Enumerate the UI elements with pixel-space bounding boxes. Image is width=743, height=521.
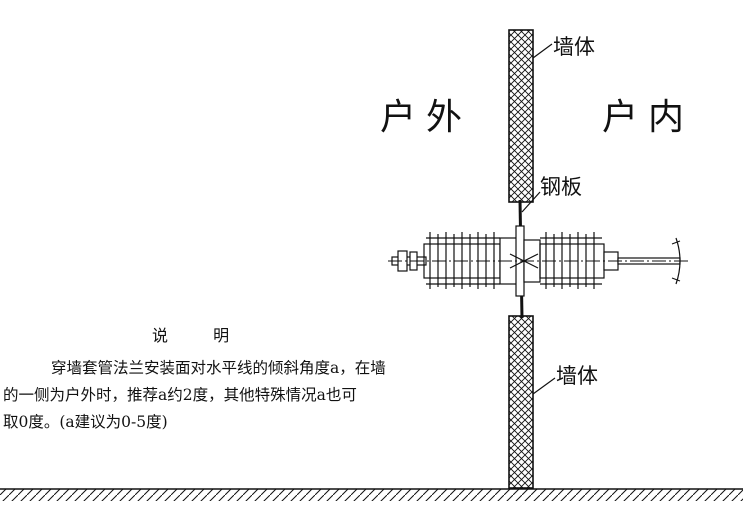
label-steel-plate: 钢板 [540,175,582,199]
notes-line-2: 的一侧为户外时，推荐a约2度，其他特殊情况a也可 [3,386,357,404]
tilt-tick-upper [671,240,681,245]
notes-line-3: 取0度。(a建议为0-5度) [3,413,168,431]
ground-line [0,488,743,501]
notes-title: 说 明 [152,326,230,345]
label-wall-bottom: 墙体 [556,364,598,388]
tilt-tick-lower [671,277,681,282]
leader-wall-top [532,43,553,59]
leader-wall-bottom [532,377,556,395]
label-outdoor: 户外 [380,97,473,138]
wall-bushing [391,225,681,297]
wall-lower [508,315,534,489]
label-indoor: 户内 [602,97,695,138]
notes-line-1: 穿墙套管法兰安装面对水平线的倾斜角度a，在墙 [51,359,386,377]
label-wall-top: 墙体 [553,35,595,59]
leader-steel-plate [521,191,541,213]
wall-upper [508,29,534,203]
